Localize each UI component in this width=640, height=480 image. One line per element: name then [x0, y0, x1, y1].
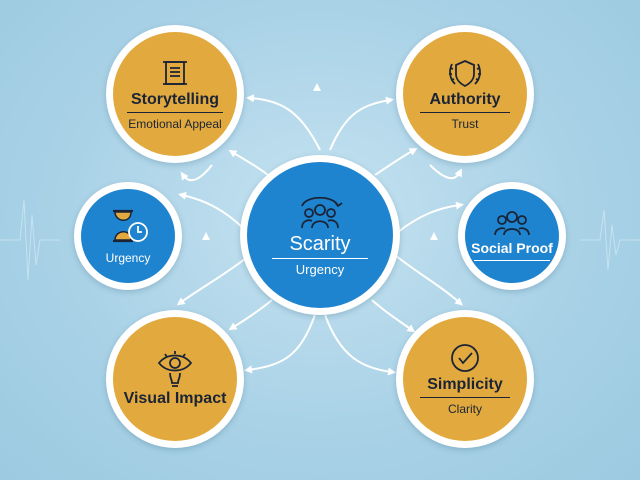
hourglass-clock-icon [113, 209, 148, 243]
simplicity-divider [420, 397, 510, 398]
triangle-marker-right [430, 232, 438, 240]
triangle-marker-left [202, 232, 210, 240]
arrow-center-down-right [324, 314, 396, 376]
arrow-center-to-visual-b [228, 299, 273, 331]
storytelling-title: Storytelling [130, 91, 219, 108]
arrow-authority-right [429, 164, 462, 180]
storytelling-subtitle: Emotional Appeal [128, 117, 222, 131]
authority-divider [420, 112, 510, 113]
arrow-center-to-simplicity-a [394, 254, 463, 306]
urgency-subtitle: Urgency [105, 251, 151, 265]
group-cycle-icon [301, 196, 343, 229]
storytelling-divider [127, 112, 223, 113]
social-proof-divider [474, 260, 550, 261]
urgency-node: Urgency [74, 182, 182, 290]
simplicity-node: Simplicity Clarity [396, 310, 534, 448]
arrow-center-to-visual-a [176, 254, 251, 306]
authority-subtitle: Trust [451, 117, 479, 131]
storytelling-node: Storytelling Emotional Appeal [106, 25, 244, 163]
center-node: Scarity Urgency [240, 155, 400, 315]
check-circle-icon [451, 344, 479, 372]
arrow-center-to-simplicity-b [371, 299, 416, 333]
triangle-marker-top [313, 83, 321, 91]
visual-impact-title: Visual Impact [123, 390, 227, 407]
eye-bulb-icon [157, 351, 193, 387]
authority-title: Authority [429, 91, 501, 108]
people-group-icon [494, 211, 530, 236]
visual-impact-node: Visual Impact [106, 310, 244, 448]
center-divider [272, 258, 368, 259]
waveform-decoration [0, 199, 640, 281]
shield-laurel-icon [449, 60, 481, 88]
arrow-center-to-storytelling-b [228, 149, 269, 176]
authority-node: Authority Trust [396, 25, 534, 163]
center-title: Scarity [289, 233, 351, 255]
arrow-center-to-social-proof [397, 201, 464, 233]
social-proof-title: Social Proof [471, 240, 553, 256]
arrow-storytelling-left [180, 164, 213, 182]
arrow-center-to-authority-a [329, 96, 394, 151]
arrow-center-to-storytelling-a [246, 94, 321, 151]
arrow-center-to-urgency [178, 191, 246, 231]
simplicity-title: Simplicity [427, 376, 503, 393]
center-subtitle: Urgency [295, 262, 345, 277]
arrow-center-down-left [244, 314, 316, 374]
simplicity-subtitle: Clarity [447, 402, 482, 416]
social-proof-node: Social Proof [458, 182, 566, 290]
scroll-icon [163, 61, 187, 85]
arrow-center-to-authority-b [374, 148, 418, 176]
